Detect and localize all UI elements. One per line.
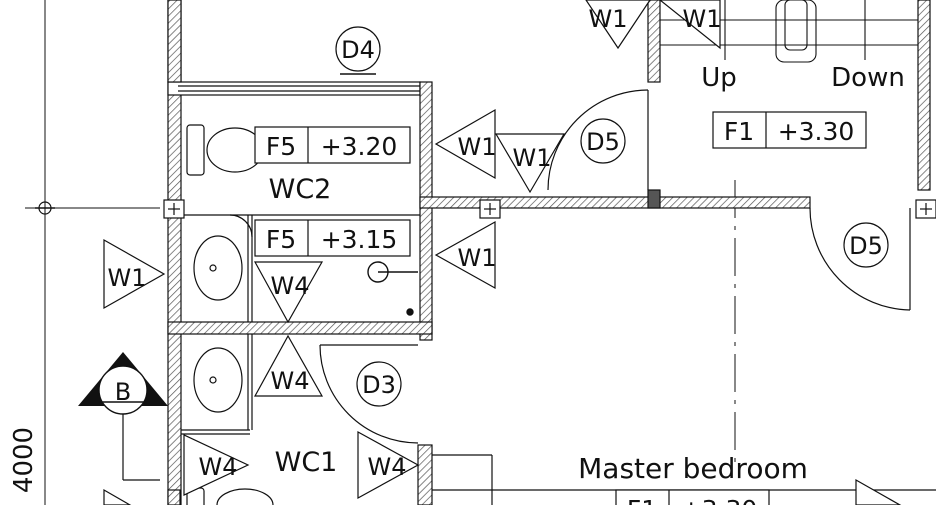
wall-tag-w1-top-a: W1 [585, 0, 651, 50]
wall-tag-w1-partial-right [855, 478, 902, 505]
wall-tag-w4-wc1-upper: W4 [253, 334, 324, 397]
svg-text:W1: W1 [108, 264, 147, 292]
floor-tag-wc-shower: F5 +3.15 [254, 219, 411, 257]
wall-tag-w4-wc2: W4 [253, 261, 324, 324]
grid-origin-mark [35, 201, 55, 215]
wall-tag-w1-top-b: W1 [659, 0, 722, 50]
svg-text:F1: F1 [627, 495, 657, 505]
dimension-label: 4000 [9, 427, 39, 493]
svg-text:F1: F1 [724, 117, 754, 146]
wall-tag-w4-wc1-left: W4 [183, 434, 250, 496]
basin-wc2 [193, 235, 243, 301]
door-tag-d4: D4 [335, 26, 381, 75]
wall-tag-w1-band: W1 [494, 133, 566, 194]
svg-text:W4: W4 [199, 453, 238, 481]
svg-text:D4: D4 [341, 36, 375, 64]
svg-text:W4: W4 [368, 453, 407, 481]
walls [167, 0, 931, 505]
wall-tag-w1-shower: W1 [434, 220, 497, 290]
door-tag-d3: D3 [356, 361, 402, 407]
section-marker-b: B [78, 352, 168, 481]
svg-text:W1: W1 [589, 5, 628, 33]
svg-text:D5: D5 [849, 232, 883, 260]
room-label-wc1: WC1 [275, 447, 338, 478]
door-tag-d5-right: D5 [843, 222, 889, 268]
wall-tag-w1-wc2-right: W1 [434, 108, 497, 180]
wall-tag-w1-left: W1 [103, 238, 166, 310]
shower-drain [367, 261, 418, 316]
floor-tag-stair: F1 +3.30 [712, 111, 867, 149]
svg-text:+3.20: +3.20 [321, 132, 398, 161]
stair-label-down: Down [831, 63, 905, 93]
svg-text:D3: D3 [362, 371, 396, 399]
svg-text:F5: F5 [266, 225, 296, 254]
floor-tag-master-bedroom: F1 +3.30 [615, 489, 770, 505]
svg-text:W4: W4 [271, 367, 310, 395]
svg-text:W1: W1 [513, 144, 552, 172]
svg-text:W1: W1 [683, 5, 722, 33]
toilet-wc2 [186, 124, 264, 176]
svg-text:+3.15: +3.15 [321, 225, 398, 254]
door-tag-d5-upper: D5 [580, 118, 626, 164]
svg-text:D5: D5 [586, 128, 620, 156]
floor-tag-wc2: F5 +3.20 [254, 126, 411, 164]
svg-text:+3.30: +3.30 [778, 117, 855, 146]
svg-text:F5: F5 [266, 132, 296, 161]
stair-label-up: Up [701, 63, 737, 93]
svg-text:W1: W1 [458, 244, 497, 272]
room-label-wc2: WC2 [269, 174, 332, 205]
doors [229, 89, 911, 444]
svg-text:W4: W4 [271, 272, 310, 300]
svg-text:W1: W1 [458, 133, 497, 161]
svg-text:B: B [115, 378, 131, 406]
wall-tag-w1-partial-left [103, 488, 132, 505]
wall-tag-w4-wc1-right: W4 [357, 430, 420, 500]
basin-wc1 [183, 347, 243, 444]
room-label-master-bedroom: Master bedroom [578, 452, 808, 485]
svg-text:+3.30: +3.30 [681, 495, 758, 505]
grid-markers [163, 199, 936, 219]
toilet-wc1 [186, 487, 274, 505]
